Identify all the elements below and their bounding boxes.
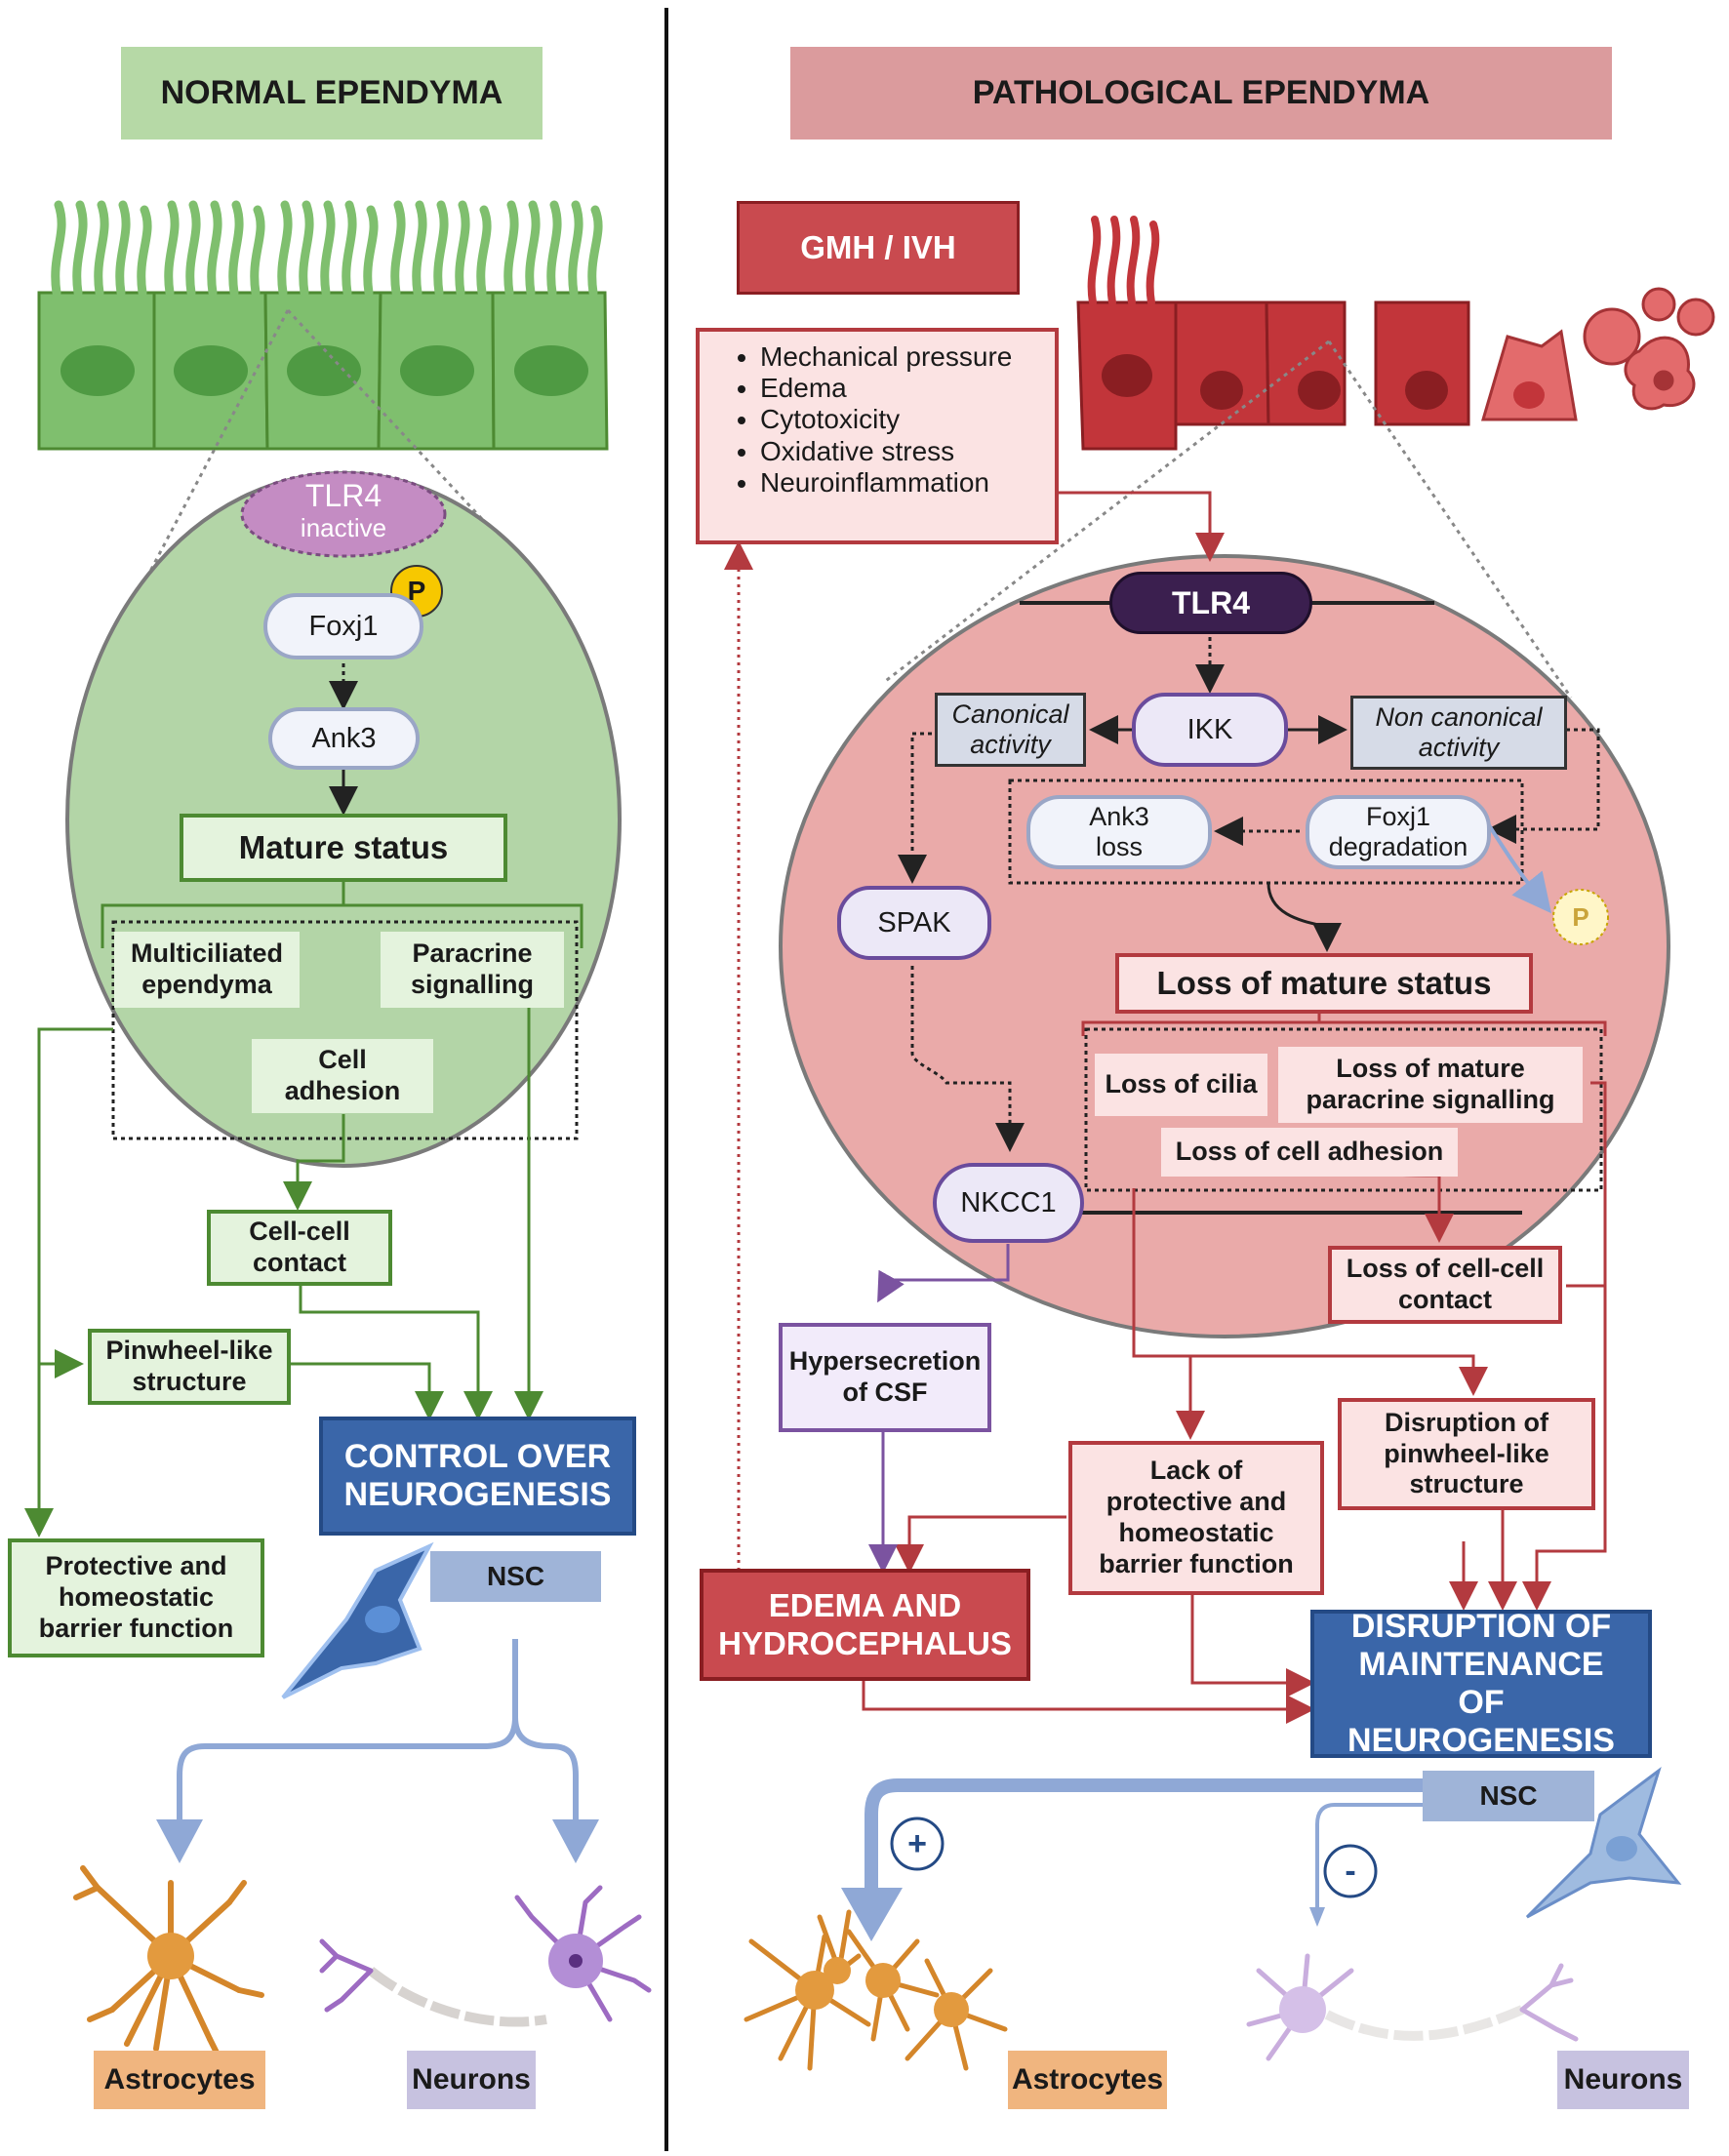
spak-node: SPAK <box>837 886 991 960</box>
tlr4-label: TLR4 <box>304 478 382 513</box>
nkcc1-node: NKCC1 <box>933 1163 1084 1243</box>
ank3-loss-node: Ank3 loss <box>1026 795 1212 869</box>
phosphate-lost-label: P <box>1572 901 1589 932</box>
insult-item: Cytotoxicity <box>760 404 1045 435</box>
disruption-neurogenesis-box: DISRUPTION OF MAINTENANCE OF NEUROGENESI… <box>1310 1608 1652 1759</box>
tlr4-inactive-shape <box>240 470 447 558</box>
minus-circle <box>1323 1844 1378 1898</box>
noncanonical-activity-box: Non canonical activity <box>1350 696 1567 770</box>
right-nsc-cell <box>1525 1767 1682 1919</box>
insult-item: Neuroinflammation <box>760 467 1045 499</box>
loss-of-cilia: Loss of cilia <box>1095 1054 1267 1116</box>
multiciliated-ependyma: Multiciliated ependyma <box>114 932 300 1008</box>
loss-of-cell-contact-box: Loss of cell-cell contact <box>1328 1246 1562 1324</box>
foxj1-degradation-node: Foxj1 degradation <box>1306 795 1491 869</box>
gmh-ivh-box: GMH / IVH <box>737 201 1020 295</box>
edema-hydrocephalus-box: EDEMA AND HYDROCEPHALUS <box>700 1569 1030 1681</box>
right-neurons-label: Neurons <box>1557 2051 1689 2109</box>
left-nsc-label: NSC <box>430 1551 601 1602</box>
minus-sign: - <box>1345 1852 1356 1890</box>
phosphate-label: P <box>407 576 426 606</box>
ikk-node: IKK <box>1132 693 1288 767</box>
control-over-neurogenesis: CONTROL OVER NEUROGENESIS <box>319 1417 636 1536</box>
ank3-node: Ank3 <box>268 707 420 770</box>
pinwheel-structure-box: Pinwheel-like structure <box>88 1329 291 1405</box>
insult-item: Oxidative stress <box>760 436 1045 467</box>
lack-protective-box: Lack of protective and homeostatic barri… <box>1068 1441 1324 1595</box>
canonical-activity-box: Canonical activity <box>935 693 1086 767</box>
tlr4-active-node: TLR4 <box>1109 572 1312 634</box>
paracrine-signalling: Paracrine signalling <box>381 932 564 1008</box>
left-nsc-cell <box>281 1541 434 1699</box>
disruption-pinwheel-box: Disruption of pinwheel-like structure <box>1338 1398 1595 1510</box>
insults-box: Mechanical pressure Edema Cytotoxicity O… <box>696 328 1059 544</box>
loss-of-paracrine: Loss of mature paracrine signalling <box>1278 1047 1583 1123</box>
normal-ependyma-header: NORMAL EPENDYMA <box>121 47 543 140</box>
insult-item: Edema <box>760 373 1045 404</box>
right-neuron <box>1246 1953 1579 2061</box>
cell-adhesion: Cell adhesion <box>252 1039 433 1113</box>
foxj1-node: Foxj1 <box>263 593 423 659</box>
plus-sign: + <box>907 1824 927 1862</box>
insult-item: Mechanical pressure <box>760 341 1045 373</box>
normal-ependymal-cells <box>37 200 609 451</box>
plus-circle <box>890 1817 945 1871</box>
loss-of-mature-status-box: Loss of mature status <box>1115 953 1533 1014</box>
left-astrocytes-label: Astrocytes <box>94 2051 265 2109</box>
right-astrocytes-label: Astrocytes <box>1008 2051 1167 2109</box>
mature-status-box: Mature status <box>180 814 507 882</box>
right-nsc-label: NSC <box>1423 1771 1594 1821</box>
phosphate-lost-badge <box>1552 889 1609 945</box>
left-neurons-label: Neurons <box>407 2051 536 2109</box>
left-neuron <box>319 1885 652 2027</box>
left-astrocyte <box>73 1865 264 2061</box>
tlr4-state-label: inactive <box>300 512 387 542</box>
loss-of-cell-adhesion: Loss of cell adhesion <box>1161 1128 1458 1177</box>
cell-cell-contact-box: Cell-cell contact <box>207 1210 392 1286</box>
pathological-ependyma-header: PATHOLOGICAL EPENDYMA <box>790 47 1612 140</box>
tlr4-inactive: TLR4 inactive <box>242 478 445 556</box>
protective-barrier-box: Protective and homeostatic barrier funct… <box>8 1538 264 1657</box>
pathological-ependymal-cells <box>1076 216 1715 451</box>
hypersecretion-csf-box: Hypersecretion of CSF <box>779 1323 991 1432</box>
